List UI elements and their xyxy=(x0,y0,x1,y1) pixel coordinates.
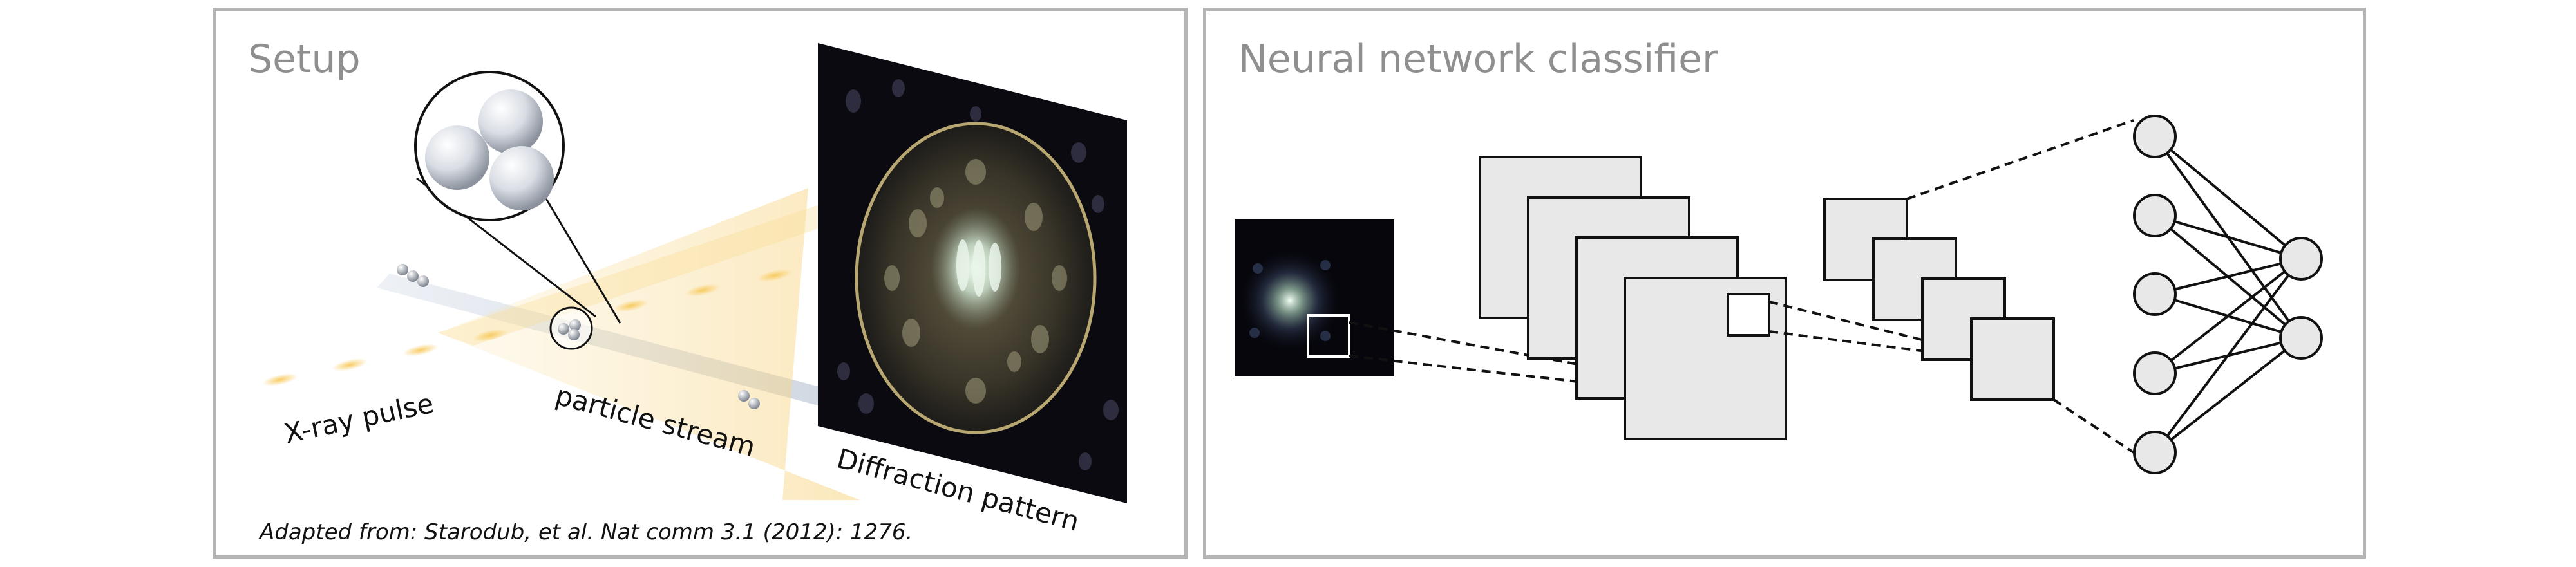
input-receptive-field xyxy=(1307,314,1350,358)
beam-cone xyxy=(438,188,860,500)
zoom-target-circle xyxy=(549,306,593,350)
zoomed-particle-view xyxy=(414,71,565,221)
projection-line xyxy=(1768,301,1993,358)
output-node xyxy=(2279,316,2323,360)
feature-map xyxy=(1970,317,2055,401)
particle-cluster-2 xyxy=(738,390,760,409)
classifier-panel: Neural network classifier xyxy=(1203,8,2366,559)
hidden-node xyxy=(2133,272,2177,316)
projection-line xyxy=(1768,330,1993,361)
projection-line xyxy=(1349,355,1716,398)
citation: Adapted from: Starodub, et al. Nat comm … xyxy=(260,519,913,545)
setup-panel: Setup xyxy=(213,8,1188,559)
particle-cluster-1 xyxy=(397,264,429,287)
output-layer xyxy=(2279,237,2323,360)
input-image xyxy=(1235,219,1394,376)
classifier-diagram xyxy=(1235,115,2323,474)
hidden-node xyxy=(2133,351,2177,395)
hidden-layer xyxy=(2133,115,2177,474)
detector-screen xyxy=(818,43,1127,503)
hidden-node xyxy=(2133,115,2177,158)
xray-pulse-label: X-ray pulse xyxy=(281,387,437,450)
zoom-line-right xyxy=(544,197,621,324)
dense-connections xyxy=(2154,135,2302,454)
classifier-title: Neural network classifier xyxy=(1238,37,1718,82)
hidden-node xyxy=(2133,431,2177,474)
conv-layer-stack-2 xyxy=(1823,198,2055,401)
conv-receptive-field xyxy=(1727,293,1770,337)
setup-illustration: X-ray pulse particle stream Diffraction … xyxy=(262,43,1127,537)
hidden-node xyxy=(2133,194,2177,237)
projection-line xyxy=(2052,398,2135,454)
setup-title: Setup xyxy=(248,37,361,82)
beam-cone-inner xyxy=(438,204,834,346)
conv-layer-stack-1 xyxy=(1479,156,1787,440)
output-node xyxy=(2279,237,2323,281)
projection-line xyxy=(1906,119,2134,200)
